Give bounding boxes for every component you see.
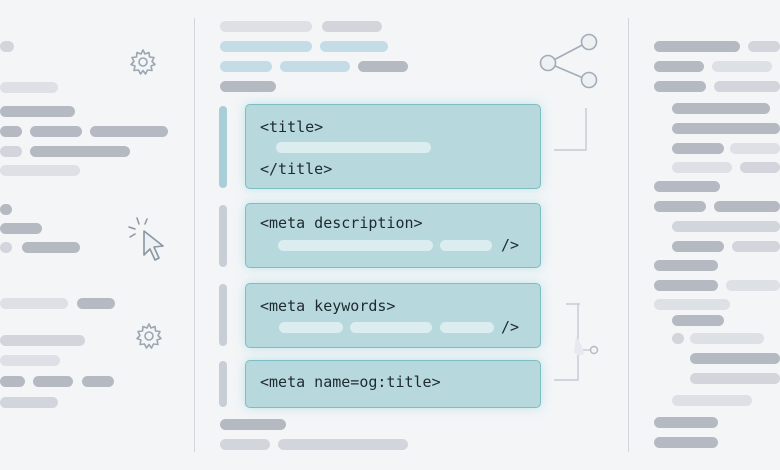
card-accent-bar — [219, 361, 227, 407]
placeholder-line — [320, 41, 388, 52]
title-close-tag: </title> — [260, 160, 333, 178]
content-placeholder — [279, 322, 343, 333]
placeholder-line — [22, 242, 80, 253]
placeholder-line — [654, 260, 718, 271]
placeholder-line — [0, 82, 58, 93]
placeholder-line — [0, 223, 42, 234]
placeholder-line — [0, 126, 22, 137]
placeholder-line — [672, 395, 752, 406]
placeholder-line — [672, 123, 780, 134]
placeholder-line — [322, 21, 382, 32]
meta-keywords-tag: <meta keywords> — [260, 297, 396, 315]
placeholder-line — [714, 201, 780, 212]
meta-og-title-card[interactable]: <meta name=og:title> — [245, 360, 541, 408]
placeholder-line — [220, 41, 312, 52]
meta-og-title-tag: <meta name=og:title> — [260, 373, 441, 391]
placeholder-line — [654, 437, 718, 448]
placeholder-line — [0, 41, 14, 52]
placeholder-line — [690, 373, 780, 384]
placeholder-line — [732, 241, 780, 252]
meta-description-tag: <meta description> — [260, 214, 423, 232]
gear-icon — [136, 323, 162, 349]
meta-keywords-card[interactable]: <meta keywords> /> — [245, 283, 541, 348]
card-accent-bar — [219, 284, 227, 346]
placeholder-line — [33, 376, 73, 387]
cursor-click-icon — [128, 217, 164, 261]
placeholder-line — [654, 81, 706, 92]
placeholder-line — [672, 143, 724, 154]
share-icon — [539, 33, 598, 89]
meta-description-card[interactable]: <meta description> /> — [245, 203, 541, 268]
placeholder-line — [220, 419, 286, 430]
content-placeholder — [440, 322, 494, 333]
placeholder-line — [740, 162, 780, 173]
placeholder-line — [654, 61, 704, 72]
placeholder-line — [690, 353, 780, 364]
placeholder-line — [0, 106, 75, 117]
placeholder-line — [77, 298, 115, 309]
placeholder-line — [654, 181, 720, 192]
placeholder-line — [220, 61, 272, 72]
content-placeholder — [350, 322, 432, 333]
placeholder-line — [654, 280, 718, 291]
placeholder-line — [0, 298, 68, 309]
content-placeholder — [276, 142, 431, 153]
placeholder-line — [714, 81, 780, 92]
placeholder-line — [358, 61, 408, 72]
placeholder-line — [280, 61, 350, 72]
card-accent-bar — [219, 205, 227, 267]
placeholder-line — [672, 241, 724, 252]
column-divider — [628, 18, 629, 452]
placeholder-line — [654, 417, 718, 428]
column-divider — [194, 18, 195, 452]
placeholder-line — [672, 315, 724, 326]
placeholder-line — [748, 41, 780, 52]
placeholder-line — [30, 126, 82, 137]
placeholder-line — [0, 204, 12, 215]
content-placeholder — [440, 240, 492, 251]
card-accent-bar — [219, 106, 227, 188]
placeholder-line — [220, 439, 270, 450]
meta-keywords-close: /> — [501, 318, 520, 336]
title-tag-card[interactable]: <title> </title> — [245, 104, 541, 189]
placeholder-line — [0, 376, 25, 387]
placeholder-line — [220, 21, 312, 32]
placeholder-line — [278, 439, 408, 450]
placeholder-line — [82, 376, 114, 387]
placeholder-line — [654, 41, 740, 52]
placeholder-line — [654, 299, 730, 310]
placeholder-line — [672, 333, 684, 344]
meta-description-close: /> — [501, 236, 520, 254]
placeholder-line — [0, 146, 22, 157]
bracket-connector — [554, 108, 599, 381]
placeholder-line — [672, 162, 732, 173]
placeholder-line — [672, 103, 770, 114]
placeholder-line — [730, 143, 780, 154]
placeholder-line — [0, 355, 60, 366]
gear-icon — [130, 49, 156, 75]
title-open-tag: <title> — [260, 118, 324, 136]
placeholder-line — [220, 81, 276, 92]
placeholder-line — [672, 221, 780, 232]
placeholder-line — [0, 397, 58, 408]
placeholder-line — [712, 61, 772, 72]
placeholder-line — [690, 333, 764, 344]
placeholder-line — [726, 280, 780, 291]
content-placeholder — [278, 240, 433, 251]
placeholder-line — [654, 201, 706, 212]
placeholder-line — [0, 165, 80, 176]
placeholder-line — [0, 335, 85, 346]
placeholder-line — [0, 242, 12, 253]
placeholder-line — [30, 146, 130, 157]
placeholder-line — [90, 126, 168, 137]
